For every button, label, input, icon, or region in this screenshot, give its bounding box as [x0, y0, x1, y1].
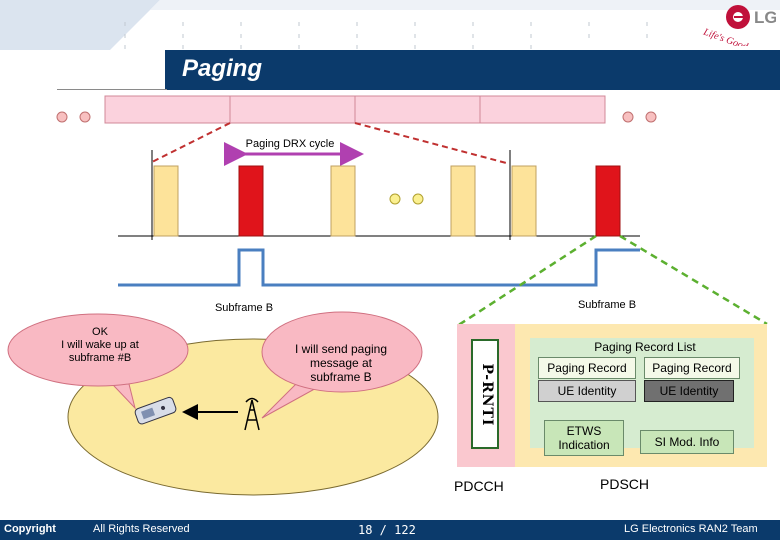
enb-callout-text: I will send paging message at subframe B	[294, 342, 388, 384]
paging-record-1: Paging Record	[538, 357, 636, 379]
zoom-lines	[151, 122, 511, 165]
footer-rights: All Rights Reserved	[93, 523, 190, 535]
frame-bar	[104, 95, 606, 124]
paging-diagram: Paging DRX cycle Subframe B Subframe B	[7, 95, 768, 496]
ue-callout	[7, 313, 189, 410]
paging-record-2: Paging Record	[644, 357, 740, 379]
slot-3	[330, 165, 356, 237]
title-bar	[165, 50, 780, 90]
paging-record-list-title: Paging Record List	[594, 340, 696, 354]
ellipsis-dots-top	[56, 111, 657, 123]
lg-logo: LG Life's Good	[700, 4, 778, 53]
slot-paging-1	[238, 165, 264, 237]
subframe-right-label: Subframe B	[578, 299, 636, 311]
svg-text:Life's Good: Life's Good	[701, 26, 750, 46]
header-decoration	[0, 0, 780, 50]
timeline-ticks	[151, 150, 511, 240]
footer-team: LG Electronics RAN2 Team	[624, 523, 758, 535]
prnti-label-wrap: P-RNTI	[475, 341, 495, 449]
pdcch-label: PDCCH	[454, 478, 504, 494]
ue-identity-1: UE Identity	[538, 380, 636, 402]
footer-page-number: 18 / 122	[358, 523, 416, 537]
subframe-slots	[153, 165, 621, 237]
enb-callout	[261, 311, 423, 419]
lg-logo-icon: LG Life's Good	[701, 5, 778, 53]
pdsch-label: PDSCH	[600, 476, 650, 492]
slot-1	[153, 165, 179, 237]
subframe-left-label: Subframe B	[215, 302, 273, 314]
ue-identity-2: UE Identity	[644, 380, 734, 402]
prnti-box	[471, 339, 499, 449]
pdcch-zoom-lines	[456, 234, 768, 328]
page-title: Paging	[182, 55, 263, 82]
ue-wakeup-signal	[118, 248, 640, 287]
si-mod-info: SI Mod. Info	[640, 430, 734, 454]
svg-text:LG: LG	[754, 8, 776, 27]
title-underline	[57, 89, 167, 90]
ellipsis-dots-mid	[389, 193, 424, 205]
footer-bar: Copyright All Rights Reserved 18 / 122 L…	[0, 520, 780, 540]
slot-paging-2	[595, 165, 621, 237]
ue-phone-icon	[134, 396, 177, 425]
drx-cycle-label: Paging DRX cycle	[246, 138, 335, 150]
etws-indication: ETWS Indication	[544, 420, 624, 456]
prnti-label: P-RNTI	[479, 363, 495, 427]
enb-tower-icon	[244, 397, 260, 431]
slot-4	[450, 165, 476, 237]
slot-5	[511, 165, 537, 237]
footer-copyright: Copyright	[4, 523, 56, 535]
ue-callout-text: OK I will wake up at subframe #B	[61, 326, 139, 364]
